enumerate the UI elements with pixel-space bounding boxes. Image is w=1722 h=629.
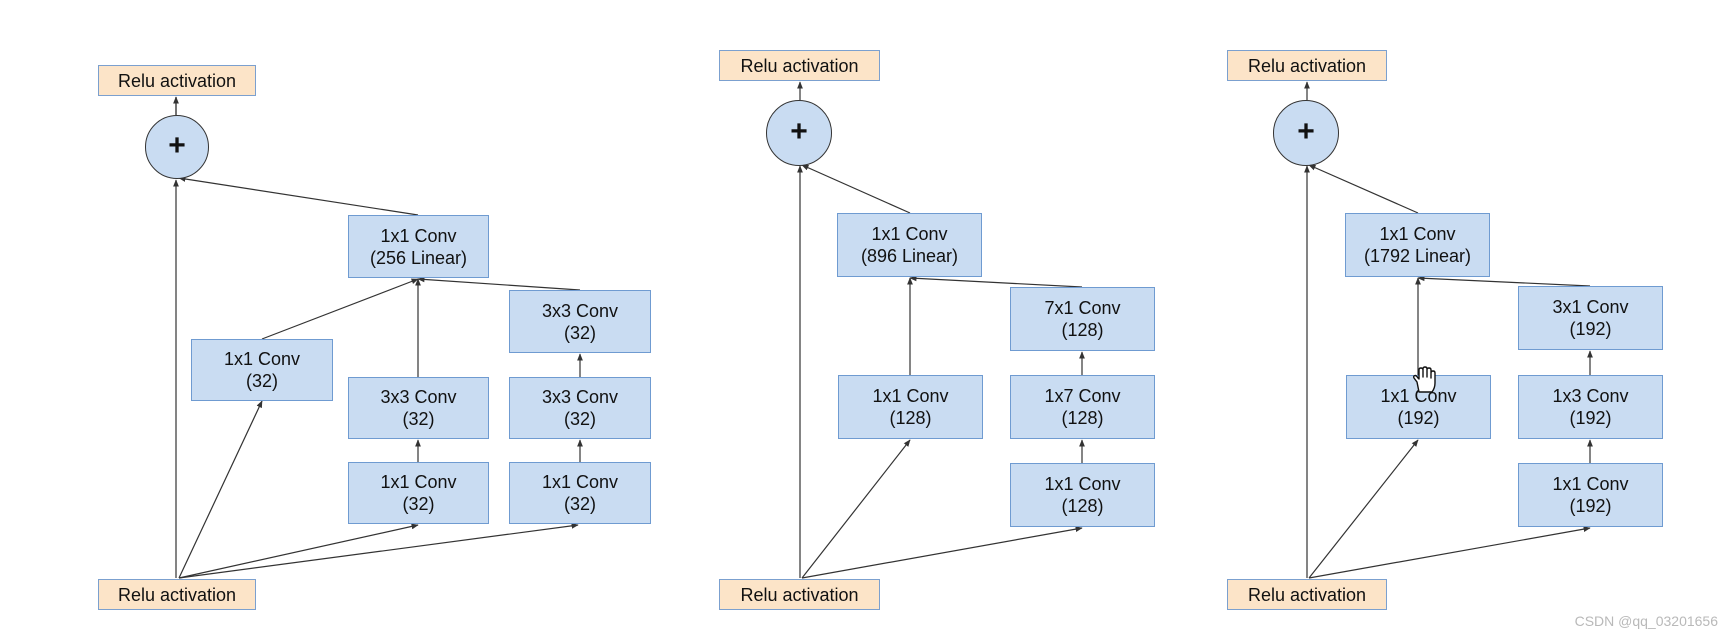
branch2-conv-box-middle: 1x7 Conv (128) <box>1010 375 1155 439</box>
plus-icon: + <box>790 115 808 148</box>
bottom-to-branch3-arrow <box>178 522 579 579</box>
branch1-conv-box: 1x1 Conv (32) <box>191 339 333 401</box>
box-line-2: (128) <box>889 408 932 428</box>
branch3-conv-box-middle: 3x3 Conv (32) <box>509 377 651 439</box>
box-line-2: (32) <box>563 494 596 514</box>
branch2-conv-box-middle: 1x3 Conv (192) <box>1518 375 1663 439</box>
box-line-1: 7x1 Conv <box>1044 298 1121 318</box>
box-line-2: (192) <box>1569 319 1612 339</box>
branch3-to-linear-arrow <box>417 276 581 291</box>
linear-to-add-arrow <box>1308 164 1419 214</box>
linear-to-add-arrow <box>801 164 911 214</box>
box-line-1: 1x1 Conv <box>1552 474 1629 494</box>
branch2-conv-box-top: 7x1 Conv (128) <box>1010 287 1155 351</box>
top-relu-activation: Relu activation <box>98 65 256 96</box>
bottom-to-branch1-arrow <box>1308 439 1419 579</box>
box-line-1: 3x3 Conv <box>541 387 619 407</box>
box-line-1: 1x1 Conv <box>223 349 301 369</box>
box-line-2: (32) <box>563 322 596 343</box>
linear-conv-box: 1x1 Conv (896 Linear) <box>837 213 982 277</box>
branch2-conv-box-bottom: 1x1 Conv (192) <box>1518 463 1663 527</box>
box-line-1: 1x1 Conv <box>1044 474 1121 494</box>
add-node: + <box>145 115 209 179</box>
box-line-2: (128) <box>1061 320 1104 340</box>
add-node: + <box>1273 100 1339 166</box>
box-line-1: 1x1 Conv <box>1380 386 1457 406</box>
box-line-2: (192) <box>1569 408 1612 428</box>
linear-to-add-arrow <box>178 176 419 216</box>
bottom-to-branch2-arrow <box>178 523 419 579</box>
plus-icon: + <box>168 129 186 162</box>
box-line-2: (1792 Linear) <box>1363 246 1472 266</box>
box-line-1: 1x1 Conv <box>380 225 457 246</box>
linear-conv-box: 1x1 Conv (256 Linear) <box>348 215 489 278</box>
top-relu-activation: Relu activation <box>1227 50 1387 81</box>
bottom-to-branch1-arrow <box>801 439 911 579</box>
bottom-to-branch1-arrow <box>178 400 263 579</box>
box-line-2: (192) <box>1569 496 1612 516</box>
hand-cursor-icon <box>1412 366 1436 393</box>
branch3-conv-box-top: 3x3 Conv (32) <box>509 290 651 353</box>
box-line-1: 1x1 Conv <box>541 472 619 492</box>
branch2-to-linear-arrow <box>909 275 1083 288</box>
branch2-to-linear-arrow <box>1417 275 1591 287</box>
box-line-1: 1x1 Conv <box>871 224 948 244</box>
box-line-1: 1x1 Conv <box>1379 224 1456 244</box>
branch2-conv-box-bottom: 1x1 Conv (32) <box>348 462 489 524</box>
bottom-relu-activation: Relu activation <box>719 579 880 610</box>
bottom-to-branch2-arrow <box>801 526 1083 579</box>
box-line-2: (896 Linear) <box>860 246 959 266</box>
branch2-conv-box-bottom: 1x1 Conv (128) <box>1010 463 1155 527</box>
box-line-2: (32) <box>245 371 278 391</box>
top-relu-activation: Relu activation <box>719 50 880 81</box>
box-line-2: (32) <box>563 409 596 429</box>
box-line-2: (128) <box>1061 496 1104 516</box>
linear-conv-box: 1x1 Conv (1792 Linear) <box>1345 213 1490 277</box>
branch2-conv-box-top: 3x3 Conv (32) <box>348 377 489 439</box>
box-line-2: (256 Linear) <box>369 247 468 268</box>
branch1-to-linear-arrow <box>261 278 419 340</box>
box-line-2: (192) <box>1397 408 1440 428</box>
watermark: CSDN @qq_03201656 <box>1574 613 1718 629</box>
bottom-to-branch2-arrow <box>1308 526 1591 579</box>
box-line-2: (32) <box>402 494 435 514</box>
box-line-2: (32) <box>402 409 435 429</box>
box-line-1: 1x3 Conv <box>1552 386 1629 406</box>
add-node: + <box>766 100 832 166</box>
box-line-1: 3x1 Conv <box>1552 297 1629 317</box>
plus-icon: + <box>1297 115 1315 148</box>
bottom-relu-activation: Relu activation <box>1227 579 1387 610</box>
box-line-1: 1x1 Conv <box>380 472 457 492</box>
box-line-1: 1x1 Conv <box>872 386 949 406</box>
bottom-relu-activation: Relu activation <box>98 579 256 610</box>
box-line-1: 3x3 Conv <box>380 387 457 407</box>
box-line-2: (128) <box>1061 408 1104 428</box>
branch1-conv-box: 1x1 Conv (128) <box>838 375 983 439</box>
branch2-conv-box-top: 3x1 Conv (192) <box>1518 286 1663 350</box>
box-line-1: 1x7 Conv <box>1044 386 1121 406</box>
branch3-conv-box-bottom: 1x1 Conv (32) <box>509 462 651 524</box>
box-line-1: 3x3 Conv <box>541 300 619 321</box>
